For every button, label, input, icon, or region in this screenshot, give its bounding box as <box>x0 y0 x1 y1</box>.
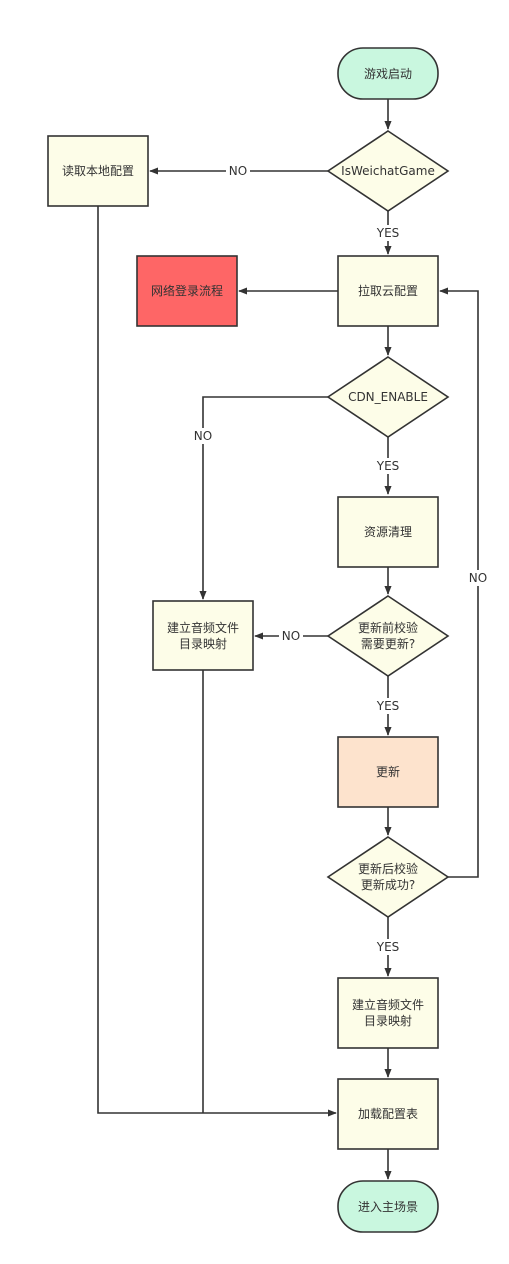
post-update-check-label-1: 更新后校验 <box>358 861 418 876</box>
nodes: 游戏启动 IsWeichatGame 读取本地配置 拉取云配置 网络登录流程 C… <box>47 47 450 1233</box>
edge-cdn-no <box>199 396 328 600</box>
cdn-enable-label: CDN_ENABLE <box>348 390 428 404</box>
audio-map-left-node: 建立音频文件 目录映射 <box>152 600 254 671</box>
pre-update-check-label-1: 更新前校验 <box>358 620 418 635</box>
read-local-config-label: 读取本地配置 <box>62 164 134 178</box>
read-local-config-node: 读取本地配置 <box>47 135 149 207</box>
pull-cloud-config-label: 拉取云配置 <box>358 283 418 298</box>
network-login-node: 网络登录流程 <box>136 255 238 327</box>
label-weichat-no: NO <box>229 164 247 178</box>
start-node: 游戏启动 <box>337 47 439 100</box>
pre-update-check-label-2: 需要更新? <box>361 636 415 651</box>
enter-main-scene-label: 进入主场景 <box>358 1200 418 1214</box>
update-label: 更新 <box>376 764 400 779</box>
label-precheck-yes: YES <box>376 699 400 713</box>
label-precheck-no: NO <box>282 629 300 643</box>
is-weichat-decision: IsWeichatGame <box>326 130 450 212</box>
post-update-check-decision: 更新后校验 更新成功? <box>326 836 450 918</box>
pre-update-check-decision: 更新前校验 需要更新? <box>326 595 450 677</box>
label-weichat-yes: YES <box>376 226 400 240</box>
audio-map-node: 建立音频文件 目录映射 <box>337 977 439 1049</box>
label-postcheck-no: NO <box>469 571 487 585</box>
load-config-table-label: 加载配置表 <box>358 1107 418 1121</box>
label-cdn-yes: YES <box>376 459 400 473</box>
load-config-table-node: 加载配置表 <box>337 1078 439 1150</box>
start-node-label: 游戏启动 <box>364 67 412 81</box>
update-node: 更新 <box>337 736 439 808</box>
audio-map-left-label-1: 建立音频文件 <box>167 620 239 635</box>
pull-cloud-config-node: 拉取云配置 <box>337 255 439 327</box>
clean-resources-label: 资源清理 <box>364 525 412 539</box>
clean-resources-node: 资源清理 <box>337 496 439 568</box>
post-update-check-label-2: 更新成功? <box>361 877 415 892</box>
label-postcheck-yes: YES <box>376 940 400 954</box>
network-login-label: 网络登录流程 <box>151 283 223 298</box>
audio-map-left-label-2: 目录映射 <box>179 636 227 651</box>
audio-map-label-1: 建立音频文件 <box>352 997 424 1012</box>
label-cdn-no: NO <box>194 429 212 443</box>
cdn-enable-decision: CDN_ENABLE <box>326 356 450 438</box>
audio-map-label-2: 目录映射 <box>364 1013 412 1028</box>
edge-labels: NO YES NO YES NO YES NO YES <box>191 163 490 955</box>
enter-main-scene-node: 进入主场景 <box>337 1180 439 1233</box>
is-weichat-label: IsWeichatGame <box>341 164 435 178</box>
edge-local-to-load <box>97 206 337 1117</box>
